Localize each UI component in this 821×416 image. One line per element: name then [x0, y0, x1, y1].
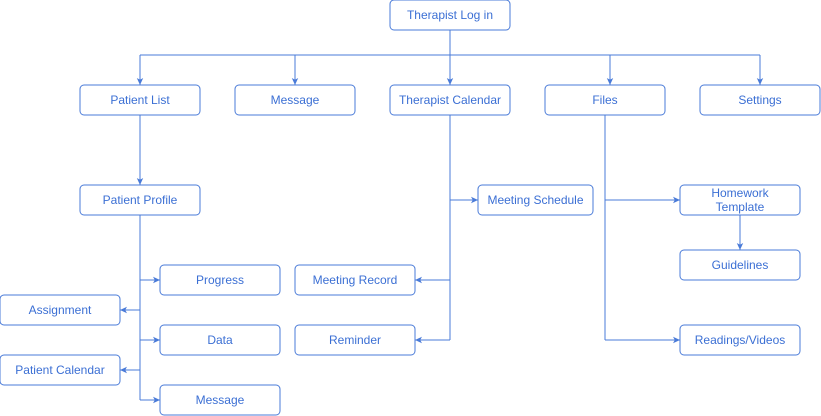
node-label: Meeting Record: [313, 273, 398, 287]
node-patient-profile[interactable]: Patient Profile: [79, 184, 201, 216]
node-reminder[interactable]: Reminder: [294, 324, 416, 356]
node-progress[interactable]: Progress: [159, 264, 281, 296]
node-label: Settings: [738, 93, 781, 107]
svg-text:Progress: Progress: [196, 273, 244, 287]
edge-files-to-children: [604, 115, 680, 344]
node-patient-calendar[interactable]: Patient Calendar: [0, 354, 121, 386]
svg-text:Settings: Settings: [738, 93, 781, 107]
edge-login-to-top-row: [136, 30, 764, 85]
node-label: Meeting Schedule: [487, 193, 583, 207]
node-settings[interactable]: Settings: [699, 84, 821, 116]
node-label: Patient Profile: [103, 193, 178, 207]
svg-text:Reminder: Reminder: [329, 333, 381, 347]
node-label: Therapist Calendar: [399, 93, 501, 107]
node-files[interactable]: Files: [544, 84, 666, 116]
svg-text:Patient List: Patient List: [110, 93, 170, 107]
node-label-line-1: Homework: [711, 186, 769, 200]
svg-text:Message: Message: [196, 393, 245, 407]
node-meeting-schedule[interactable]: Meeting Schedule: [477, 184, 594, 216]
svg-text:Patient Calendar: Patient Calendar: [15, 363, 104, 377]
node-patient-list[interactable]: Patient List: [79, 84, 201, 116]
svg-text:Meeting Schedule: Meeting Schedule: [487, 193, 583, 207]
node-message-top[interactable]: Message: [234, 84, 356, 116]
node-therapist-calendar[interactable]: Therapist Calendar: [389, 84, 511, 116]
svg-text:Message: Message: [271, 93, 320, 107]
svg-text:Homework: Homework: [711, 186, 769, 200]
node-label: Message: [196, 393, 245, 407]
node-label: Data: [207, 333, 233, 347]
node-meeting-record[interactable]: Meeting Record: [294, 264, 416, 296]
node-label: Therapist Log in: [407, 8, 493, 22]
node-label: Patient List: [110, 93, 170, 107]
node-label-line-2: Template: [716, 200, 765, 214]
svg-text:Patient Profile: Patient Profile: [103, 193, 178, 207]
node-label: Assignment: [29, 303, 92, 317]
edge-profile-to-children: [120, 215, 160, 404]
node-assignment[interactable]: Assignment: [0, 294, 121, 326]
node-label: Readings/Videos: [695, 333, 786, 347]
node-label: Reminder: [329, 333, 381, 347]
node-label: Guidelines: [712, 258, 769, 272]
node-homework-template[interactable]: Homework Template: [679, 184, 801, 216]
node-label: Progress: [196, 273, 244, 287]
node-label: Message: [271, 93, 320, 107]
svg-text:Meeting Record: Meeting Record: [313, 273, 398, 287]
svg-text:Assignment: Assignment: [29, 303, 92, 317]
node-message-bottom[interactable]: Message: [159, 384, 281, 416]
svg-text:Therapist Log in: Therapist Log in: [407, 8, 493, 22]
svg-text:Therapist Calendar: Therapist Calendar: [399, 93, 501, 107]
node-label: Patient Calendar: [15, 363, 104, 377]
edge-calendar-to-children: [415, 115, 478, 344]
node-label: Files: [592, 93, 617, 107]
node-therapist-login[interactable]: Therapist Log in: [389, 0, 511, 31]
svg-text:Template: Template: [716, 200, 765, 214]
svg-text:Readings/Videos: Readings/Videos: [695, 333, 786, 347]
node-data[interactable]: Data: [159, 324, 281, 356]
svg-text:Guidelines: Guidelines: [712, 258, 769, 272]
node-readings-videos[interactable]: Readings/Videos: [679, 324, 801, 356]
svg-text:Files: Files: [592, 93, 617, 107]
svg-text:Data: Data: [207, 333, 233, 347]
node-guidelines[interactable]: Guidelines: [679, 249, 801, 281]
